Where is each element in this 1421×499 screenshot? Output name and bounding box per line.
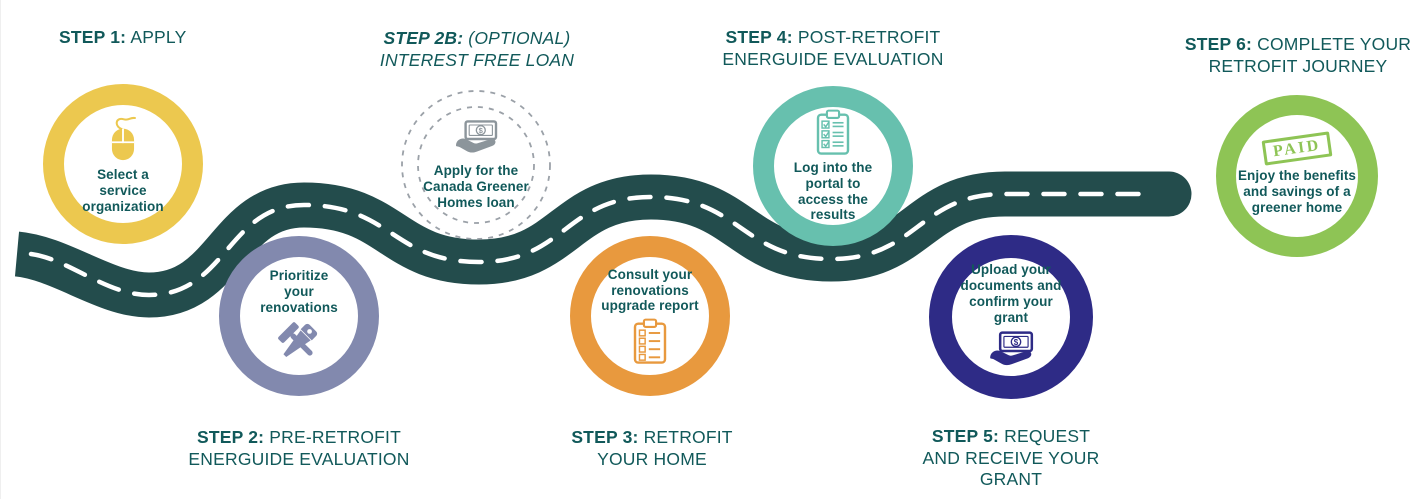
step-2b-label: STEP 2B: (OPTIONAL) INTEREST FREE LOAN <box>371 28 583 71</box>
step-2b-label-prefix: STEP 2B: <box>383 28 464 48</box>
step-2-label-line2: ENERGUIDE EVALUATION <box>188 448 410 469</box>
step-1-circle-text: Select a service organization <box>82 167 164 214</box>
step-4-circle: Log into the portal to access the result… <box>753 86 913 246</box>
hand-holding-money-icon: $ <box>990 331 1034 365</box>
step-4-label-prefix: STEP 4: <box>725 27 793 47</box>
step-6-label-text: COMPLETE YOUR <box>1252 34 1412 54</box>
step-1-circle: Select a service organization <box>43 84 203 244</box>
step-3-circle: Consult your renovations upgrade report <box>570 236 730 396</box>
step-5-circle: Upload your documents and confirm your g… <box>929 235 1093 399</box>
step-5-circle-text: Upload your documents and confirm your g… <box>960 262 1062 325</box>
step-4-label: STEP 4: POST-RETROFIT ENERGUIDE EVALUATI… <box>718 27 948 70</box>
step-6-label-prefix: STEP 6: <box>1184 34 1253 54</box>
step-1-label: STEP 1: APPLY <box>59 27 289 49</box>
computer-mouse-icon <box>111 116 136 161</box>
dashed-rings <box>401 90 551 240</box>
step-3-label-prefix: STEP 3: <box>571 427 639 447</box>
dollar-sign: $ <box>479 126 484 135</box>
step-3-label: STEP 3: RETROFIT YOUR HOME <box>552 427 752 470</box>
step-2b-circle: $ Apply for the Canada Greener Homes loa… <box>400 89 552 241</box>
step-5-label-line2: AND RECEIVE YOUR <box>922 447 1100 468</box>
step-4-circle-text: Log into the portal to access the result… <box>793 159 873 223</box>
step-6-label: STEP 6: COMPLETE YOUR RETROFIT JOURNEY <box>1184 34 1412 77</box>
checklist-clipboard-icon <box>633 318 667 365</box>
dollar-sign: $ <box>1014 338 1019 347</box>
step-3-label-line2: YOUR HOME <box>597 448 707 469</box>
step-2-label: STEP 2: PRE-RETROFIT ENERGUIDE EVALUATIO… <box>184 427 414 470</box>
step-6-circle-text: Enjoy the benefits and savings of a gree… <box>1237 168 1357 215</box>
step-3-label-text: RETROFIT <box>638 427 733 447</box>
step-5-label-line3: GRANT <box>979 469 1043 490</box>
hand-holding-money-icon: $ <box>456 120 498 153</box>
road-centerline <box>28 191 1154 298</box>
step-2-circle: Prioritize your renovations <box>219 236 379 396</box>
step-1-label-prefix: STEP 1: <box>59 27 127 47</box>
road-end-cap <box>1146 171 1192 217</box>
step-4-label-text: POST-RETROFIT <box>792 27 941 47</box>
paid-stamp-icon: PAID <box>1261 131 1333 166</box>
step-3-circle-text: Consult your renovations upgrade report <box>601 266 699 314</box>
step-2b-label-text: (OPTIONAL) <box>463 28 571 48</box>
step-5-label-text: REQUEST <box>999 426 1091 446</box>
step-6-circle: PAID Enjoy the benefits and savings of a… <box>1216 95 1378 257</box>
step-6-label-line2: RETROFIT JOURNEY <box>1208 55 1388 76</box>
step-1-label-text: APPLY <box>126 27 187 47</box>
checked-clipboard-icon <box>816 109 850 155</box>
step-2-circle-text: Prioritize your renovations <box>260 268 338 315</box>
step-2-label-prefix: STEP 2: <box>197 427 265 447</box>
step-4-label-line2: ENERGUIDE EVALUATION <box>722 48 944 69</box>
step-5-label-prefix: STEP 5: <box>931 426 1000 446</box>
step-2-label-text: PRE-RETROFIT <box>264 427 401 447</box>
hammer-and-saw-icon <box>278 322 318 357</box>
step-5-label: STEP 5: REQUEST AND RECEIVE YOUR GRANT <box>904 426 1118 491</box>
step-2b-label-line2: INTEREST FREE LOAN <box>379 49 575 70</box>
step-2b-circle-text: Apply for the Canada Greener Homes loan <box>423 163 529 210</box>
